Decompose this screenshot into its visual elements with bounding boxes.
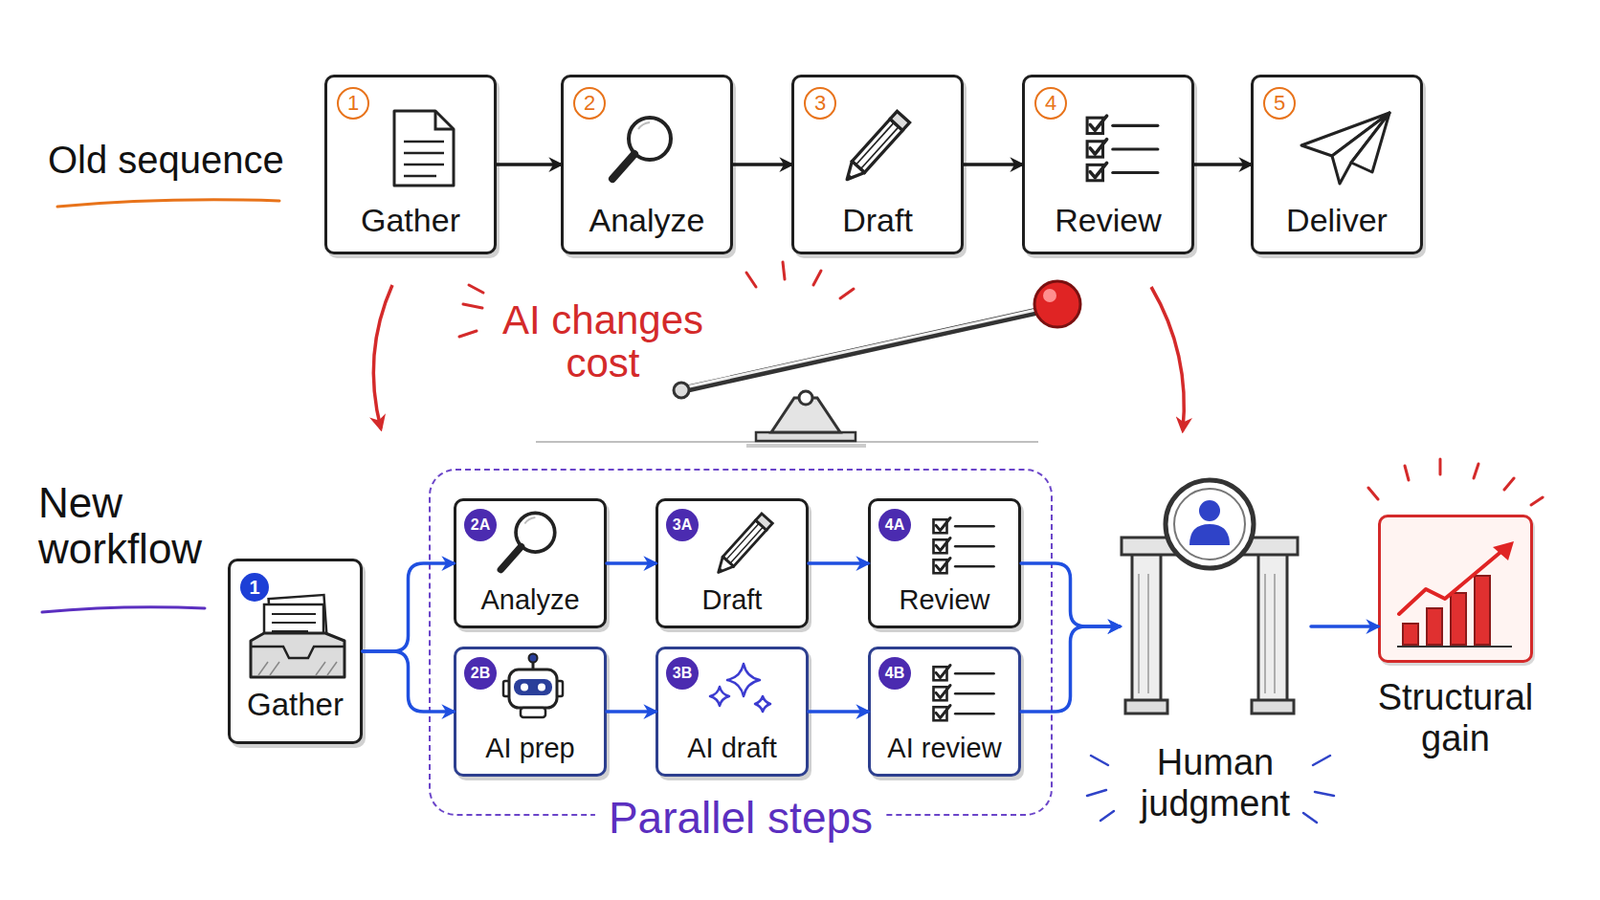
connector-arrow (362, 563, 454, 652)
step-label: Analyze (456, 585, 604, 617)
step-label: AI review (870, 733, 1019, 765)
process-box: 2B AI prep (453, 646, 607, 778)
process-box: 4Review (1022, 74, 1195, 255)
group-label: Parallel steps (595, 794, 887, 844)
process-box: 2A Analyze (453, 498, 607, 629)
connector-arrow (1021, 626, 1120, 712)
connector-arrow (606, 561, 656, 566)
process-box: 2Analyze (560, 74, 734, 255)
step-label: Gather (230, 688, 360, 723)
step-number: 4B (878, 657, 912, 690)
process-box: 1Gather (324, 74, 497, 255)
step-label: Review (870, 585, 1019, 617)
judgment-gate: Human judgment (1119, 474, 1312, 714)
group-frame: Parallel steps2AAnalyze3ADraft4AReview2B… (428, 468, 1053, 817)
underline (57, 200, 280, 207)
curved-arrow (373, 285, 393, 429)
process-box: 4A Review (867, 498, 1022, 629)
step-number: 3A (666, 509, 699, 542)
result-box: Structural gain (1377, 514, 1534, 664)
step-label: Deliver (1253, 202, 1421, 239)
step-label: Draft (658, 585, 806, 617)
connector-arrow (733, 162, 792, 167)
step-number: 2A (464, 509, 497, 542)
connector-arrow (808, 710, 868, 714)
node-label: Structural gain (1352, 677, 1559, 759)
step-label: Gather (327, 202, 494, 239)
step-number: 1 (240, 573, 269, 602)
connector-arrow (963, 162, 1023, 167)
connector-arrow (808, 561, 868, 566)
annotation-text: Old sequence (47, 139, 335, 181)
step-number: 5 (1263, 87, 1296, 120)
connector-arrow (362, 651, 454, 712)
process-box: 1Gather (227, 558, 363, 745)
step-label: Analyze (563, 202, 731, 239)
step-number: 1 (336, 87, 370, 120)
step-number: 3 (803, 87, 837, 120)
process-box: 4B AI review (867, 646, 1022, 778)
connector-arrow (1021, 563, 1120, 627)
step-label: Draft (794, 202, 961, 239)
node-label: Human judgment (1119, 742, 1312, 824)
annotation-text: New workflow (38, 480, 230, 572)
process-box: 3A Draft (655, 498, 809, 629)
annotation-text: AI changes cost (473, 298, 733, 386)
connector-arrow (606, 710, 656, 714)
connector-arrow (1311, 624, 1378, 629)
curved-arrow (1151, 287, 1184, 431)
process-box: 3Draft (791, 74, 964, 255)
process-box: 5Deliver (1250, 74, 1423, 255)
step-number: 4 (1034, 87, 1067, 120)
step-label: Review (1024, 202, 1192, 239)
step-number: 2B (464, 657, 497, 690)
underline (42, 607, 205, 613)
gate-illustration (1121, 480, 1298, 714)
connector-arrow (496, 162, 561, 167)
process-box: 3B AI draft (655, 646, 809, 778)
connector-arrow (1194, 162, 1251, 167)
step-number: 2 (573, 87, 606, 120)
step-label: AI draft (658, 733, 806, 765)
step-number: 3B (666, 657, 699, 690)
step-number: 4A (878, 509, 912, 542)
step-label: AI prep (456, 733, 604, 765)
